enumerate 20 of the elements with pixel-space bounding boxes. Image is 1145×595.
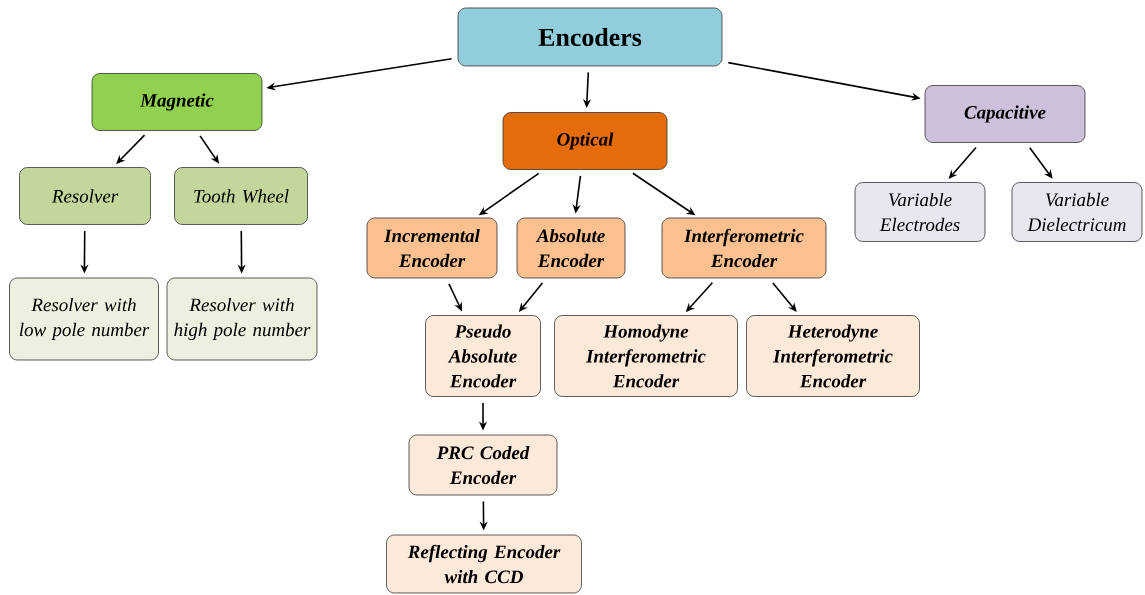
category-box: Variable Dielectricum bbox=[1011, 182, 1143, 242]
category-box: Capacitive bbox=[924, 85, 1086, 143]
arrow bbox=[772, 282, 797, 312]
arrow bbox=[1028, 146, 1053, 179]
category-box: Reflecting Encoder with CCD bbox=[386, 534, 582, 594]
category-box: Homodyne Interferometric Encoder bbox=[554, 315, 738, 397]
category-box: Heterodyne Interferometric Encoder bbox=[746, 315, 920, 397]
category-box: Resolver bbox=[19, 167, 151, 225]
category-box: PRC Coded Encoder bbox=[408, 434, 558, 496]
category-box: Magnetic bbox=[91, 73, 263, 131]
category-box: Resolver with high pole number bbox=[166, 277, 318, 361]
category-box: Incremental Encoder bbox=[366, 217, 498, 279]
category-box: Variable Electrodes bbox=[854, 182, 986, 242]
root-box: Encoders bbox=[457, 7, 723, 67]
category-box: Optical bbox=[502, 112, 668, 170]
category-box: Absolute Encoder bbox=[516, 217, 626, 279]
category-box: Tooth Wheel bbox=[174, 167, 308, 225]
category-box: Resolver with low pole number bbox=[9, 277, 159, 361]
category-box: Interferometric Encoder bbox=[661, 217, 827, 279]
category-box: Pseudo Absolute Encoder bbox=[425, 315, 541, 397]
